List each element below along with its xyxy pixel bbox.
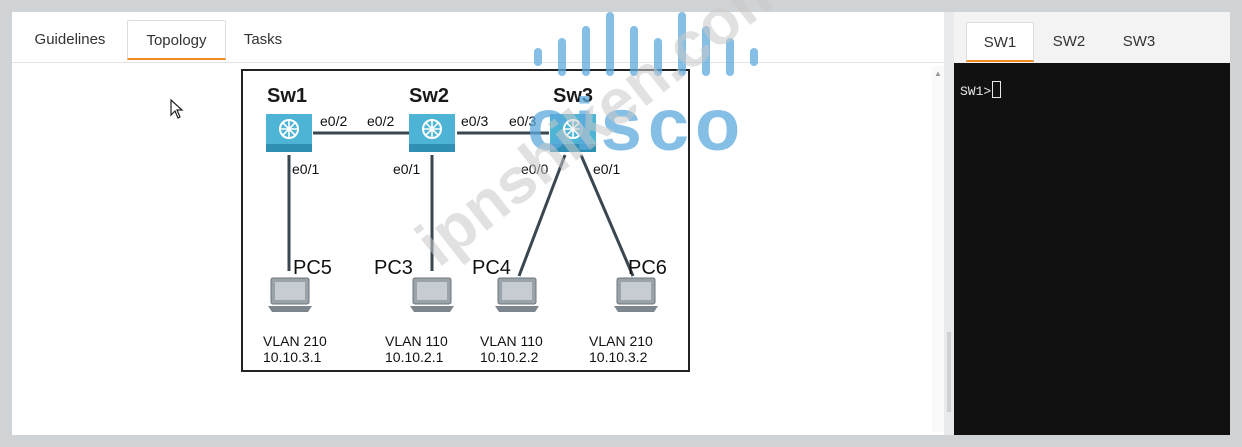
pc6-vlan: VLAN 210 [589,333,653,349]
port-label: e0/1 [292,161,320,177]
terminal-cursor [992,81,1002,98]
switch-sw1-icon[interactable] [265,113,313,153]
tab-sw2[interactable]: SW2 [1052,33,1086,50]
port-label: e0/3 [461,113,489,129]
switch-sw3-label: Sw3 [553,85,594,107]
pc5-ip: 10.10.3.1 [263,349,322,365]
terminal-line: SW1> [960,81,1002,99]
pc4-icon[interactable] [495,276,539,314]
pc5-icon[interactable] [268,276,312,314]
pc4-vlan: VLAN 110 [480,333,543,349]
switch-sw2-label: Sw2 [409,85,450,107]
switch-sw1-label: Sw1 [267,85,308,107]
app-frame: Guidelines Topology Tasks [12,0,1230,435]
tab-guidelines[interactable]: Guidelines [34,31,106,48]
splitter-grip[interactable] [947,332,951,412]
pc3-ip: 10.10.2.1 [385,349,444,365]
cisco-watermark-text: cisco [527,83,747,166]
pc6-label: PC6 [628,257,667,279]
port-label: e0/1 [393,161,421,177]
pane-splitter[interactable] [944,12,954,435]
pc4-ip: 10.10.2.2 [480,349,539,365]
port-label: e0/2 [320,113,348,129]
tab-sw3[interactable]: SW3 [1122,33,1156,50]
terminal-console[interactable]: SW1> [954,63,1230,435]
port-label: e0/1 [593,161,621,177]
port-label: e0/0 [521,161,549,177]
left-pane: Guidelines Topology Tasks [12,12,944,435]
left-tab-bar: Guidelines Topology Tasks [12,12,944,63]
pc6-ip: 10.10.3.2 [589,349,648,365]
tab-topology[interactable]: Topology [127,20,226,60]
vertical-scrollbar[interactable]: ▲ [932,66,944,432]
pc3-label: PC3 [374,257,413,279]
topology-links [287,131,635,277]
pc4-label: PC4 [472,257,511,279]
link-sw3-pc4 [517,154,567,277]
pc5-vlan: VLAN 210 [263,333,327,349]
pc3-icon[interactable] [410,276,454,314]
tab-sw1[interactable]: SW1 [966,22,1034,62]
port-label: e0/3 [509,113,537,129]
topology-diagram: Sw1 Sw2 Sw3 e0/2 e0/2 e0/3 e0/3 e0/1 e0/… [241,69,690,372]
terminal-prompt: SW1> [960,84,992,99]
mouse-pointer-icon [170,99,184,119]
port-label: e0/2 [367,113,395,129]
scroll-up-arrow-icon[interactable]: ▲ [934,69,942,78]
pc3-vlan: VLAN 110 [385,333,448,349]
pc6-icon[interactable] [614,276,658,314]
cisco-logo-watermark [534,12,758,76]
console-pane: SW1 SW2 SW3 SW1> [954,12,1230,435]
tab-tasks[interactable]: Tasks [243,31,283,48]
switch-sw3-icon[interactable] [549,113,597,153]
link-sw3-pc6 [579,154,635,277]
pc5-label: PC5 [293,257,332,279]
switch-sw2-icon[interactable] [408,113,456,153]
